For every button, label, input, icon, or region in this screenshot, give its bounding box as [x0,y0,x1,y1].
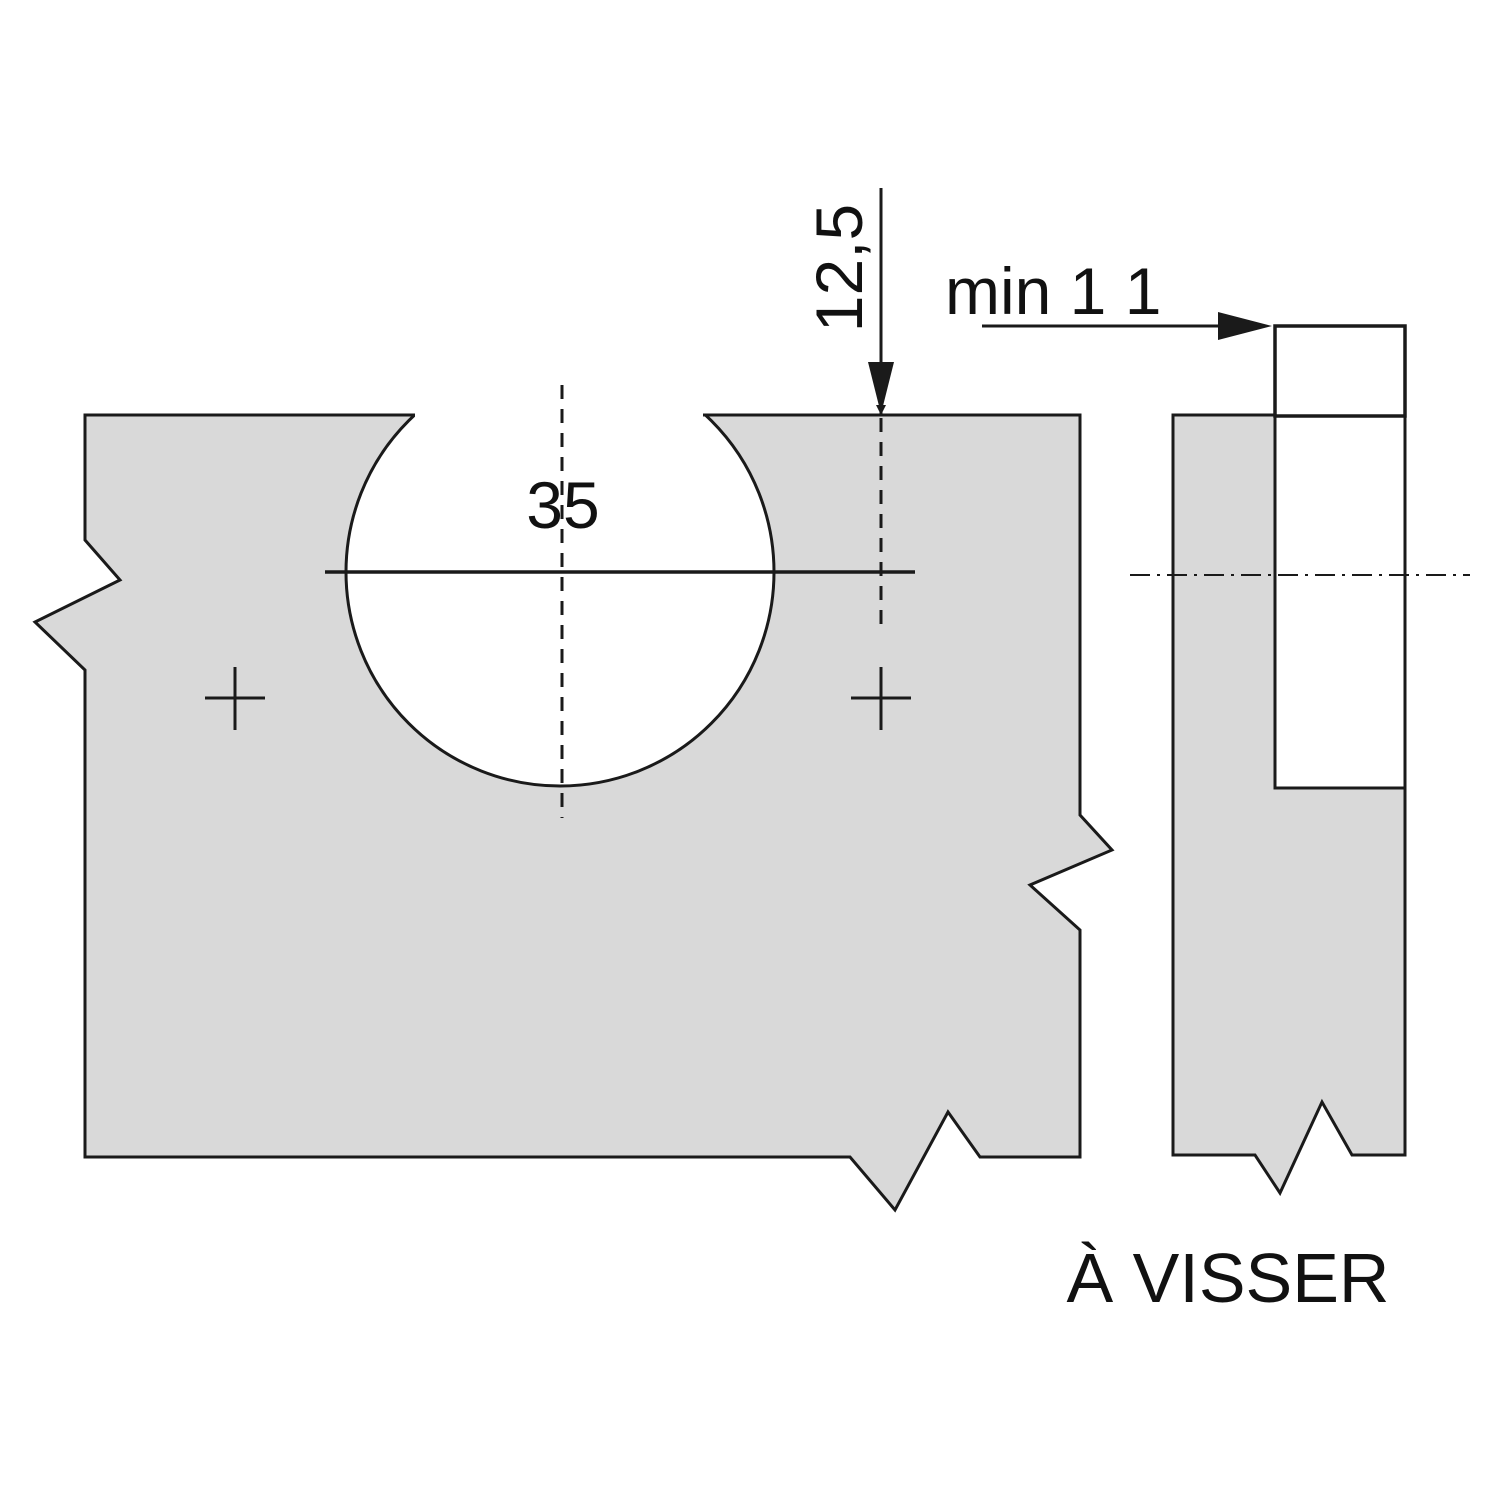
hole-diameter-label: 35 [526,468,599,542]
caption-a-visser: À VISSER [1067,1239,1390,1317]
screw-mark-left [205,667,265,730]
hinge-flange [1273,324,1407,418]
edge-distance-label: 12,5 [802,204,876,332]
door-panel [32,413,1115,1213]
side-view-cup-pocket [1273,413,1407,790]
screw-mark-right [851,667,911,730]
min-distance-label: min 1 1 [945,254,1161,328]
